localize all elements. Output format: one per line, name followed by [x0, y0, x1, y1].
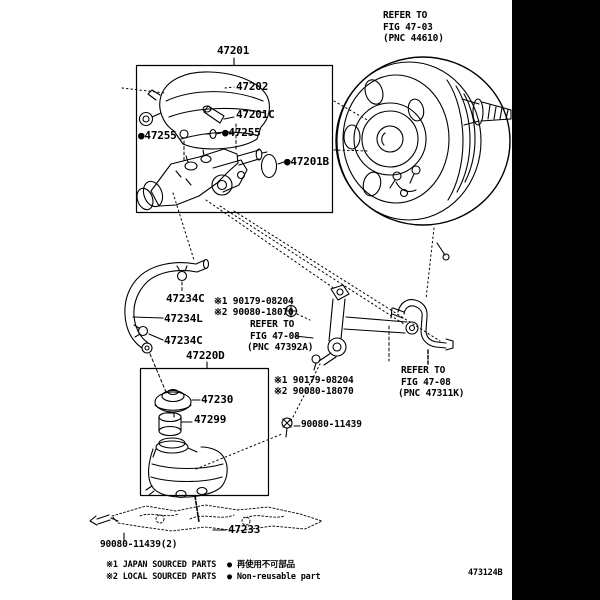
ref-bracket-block: REFER TO FIG 47-08 (PNC 47392A)	[247, 319, 314, 354]
legend-local-sourced: ※2 LOCAL SOURCED PARTS	[106, 572, 217, 582]
callout-47230: 47230	[201, 393, 234, 406]
callout-47255-right: ●47255	[222, 126, 261, 139]
note-screw-local-1: ※2 90080-18070	[214, 307, 294, 318]
doc-code: 473124B	[468, 568, 503, 578]
note-screw-japan-1: ※1 90179-08204	[214, 296, 294, 307]
callout-47234C-1: 47234C	[166, 292, 205, 305]
note-bolt-90080-11439: 90080-11439	[301, 419, 362, 430]
master-cylinder-drawing	[136, 148, 268, 211]
hose-47234-drawing	[124, 258, 210, 393]
brake-booster-drawing	[335, 56, 512, 261]
grommets-47255-drawing	[179, 123, 237, 163]
cap-47230-drawing	[154, 388, 201, 413]
bracket-47392A-drawing	[284, 284, 419, 371]
callout-47234C-2: 47234C	[164, 334, 203, 347]
reservoir-tank-drawing	[145, 437, 228, 499]
oring-47201B-drawing	[260, 153, 285, 179]
ref-booster-block: REFER TO FIG 47-03 (PNC 44610)	[383, 10, 444, 45]
callout-47201B: ●47201B	[284, 155, 329, 168]
ref-booster-line3: (PNC 44610)	[383, 33, 444, 44]
ref-bracket-line3: (PNC 47392A)	[247, 342, 314, 353]
note-screw-japan-2: ※1 90179-08204	[274, 375, 354, 386]
right-black-bar	[512, 0, 600, 600]
inlet-47201C-drawing	[202, 105, 235, 124]
part-box-47201	[135, 57, 334, 214]
callout-47201: 47201	[217, 44, 250, 57]
ref-tube-line2: FIG 47-08	[401, 376, 451, 388]
ref-booster-line1: REFER TO	[383, 10, 428, 21]
gasket-47233-drawing	[111, 504, 323, 532]
reservoir-47202-drawing	[121, 71, 270, 150]
legend-nonreusable-en: ● Non-reusable part	[227, 572, 321, 582]
callout-47234L: 47234L	[164, 312, 203, 325]
ref-booster-line2: FIG 47-03	[383, 21, 433, 33]
ref-tube-block: REFER TO FIG 47-08 (PNC 47311K)	[398, 365, 465, 400]
bolt-90080-11439-drawing	[281, 417, 301, 438]
tube-47311K-drawing	[388, 299, 454, 365]
callout-47201C: 47201C	[236, 108, 275, 121]
callout-47233: 47233	[228, 523, 261, 536]
ref-bracket-line1: REFER TO	[250, 319, 295, 330]
callout-47255-left: ●47255	[138, 129, 177, 142]
callout-47220D: 47220D	[186, 349, 225, 362]
bolt-90080-11439x2-drawing	[89, 514, 227, 542]
ref-bracket-line2: FIG 47-08	[250, 330, 300, 342]
part-box-47220D	[139, 361, 270, 497]
ref-tube-line3: (PNC 47311K)	[398, 388, 465, 399]
note-bolt-90080-11439x2: 90080-11439(2)	[100, 539, 178, 550]
legend-nonreusable-jp: ● 再使用不可部品	[227, 560, 295, 570]
note-screw-local-2: ※2 90080-18070	[274, 386, 354, 397]
callout-47202: 47202	[236, 80, 269, 93]
strainer-47299-drawing	[158, 411, 193, 437]
callout-47299: 47299	[194, 413, 227, 426]
ref-tube-line1: REFER TO	[401, 365, 446, 376]
legend-japan-sourced: ※1 JAPAN SOURCED PARTS	[106, 560, 217, 570]
